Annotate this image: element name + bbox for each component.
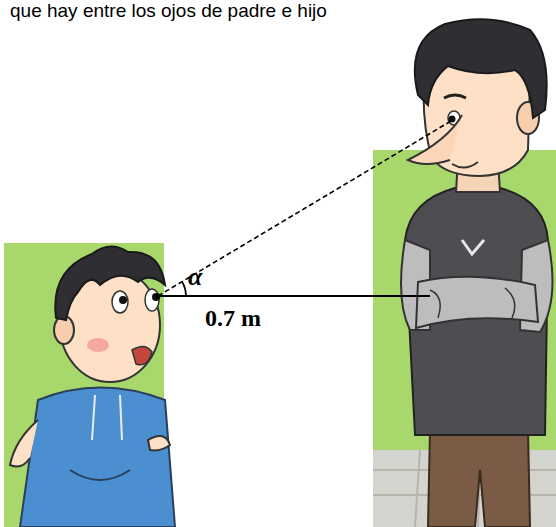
boy-pocket <box>70 470 130 480</box>
father-mouth <box>452 162 478 168</box>
boy-hair <box>55 246 165 320</box>
boy-eye <box>112 291 128 313</box>
boy-eye <box>145 289 159 311</box>
angle-label: α <box>188 263 202 292</box>
boy-figure <box>10 246 175 527</box>
horizontal-distance-line <box>158 295 430 297</box>
boy-hand <box>148 436 170 450</box>
father-background <box>373 150 556 527</box>
father-logo <box>462 240 484 254</box>
dimension-label: 0.7 m <box>203 305 263 331</box>
father-arm-folds <box>430 288 515 318</box>
boy-mouth <box>132 346 152 364</box>
boy-hand <box>10 420 38 466</box>
angle-arc <box>182 282 186 296</box>
problem-text: que hay entre los ojos de padre e hijo <box>10 1 327 22</box>
father-eyebrow <box>444 95 466 98</box>
boy-strings <box>92 395 122 440</box>
eye-point <box>156 294 161 299</box>
boy-pupil <box>119 296 127 304</box>
father-pants <box>428 430 530 527</box>
father-hair <box>415 19 547 118</box>
boy-pupil <box>152 293 160 301</box>
sight-line <box>158 121 451 296</box>
father-figure <box>401 19 553 527</box>
boy-blush <box>87 338 109 352</box>
boy-hoodie <box>20 388 175 527</box>
father-crossed-arms <box>416 277 538 328</box>
father-nose <box>408 115 462 164</box>
father-sweater <box>405 188 548 435</box>
